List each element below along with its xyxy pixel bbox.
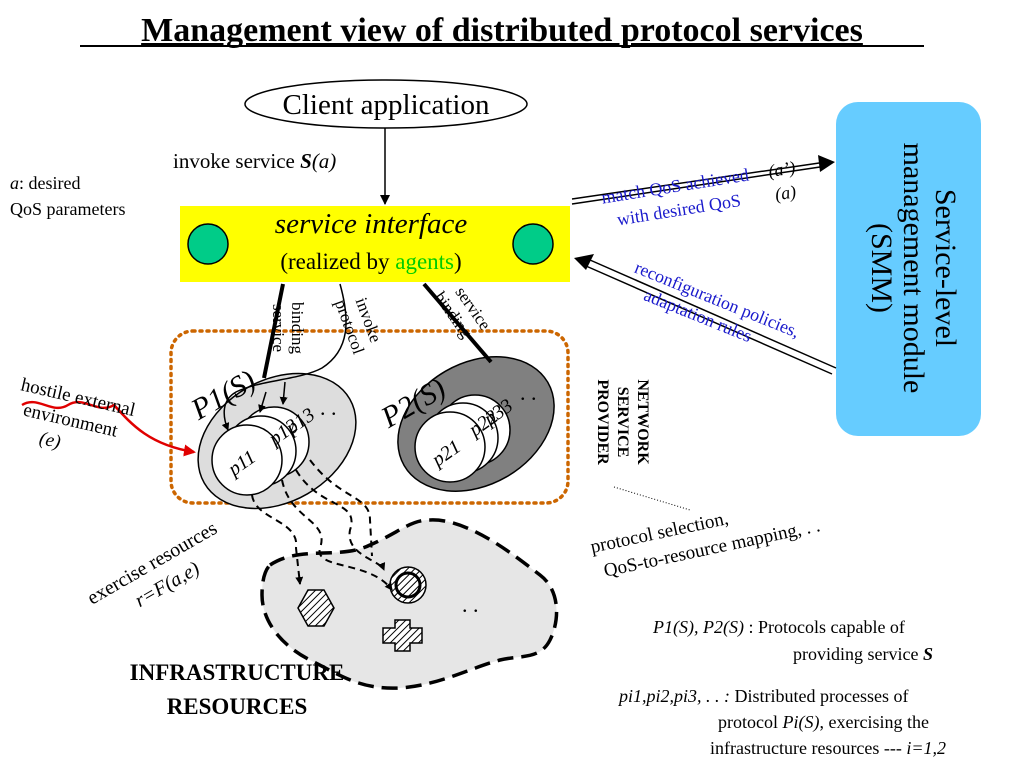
p1-dots: . . bbox=[320, 395, 337, 420]
match-label: match QoS achieved (a’) with desired QoS… bbox=[600, 157, 798, 229]
svg-text:(a’): (a’) bbox=[767, 157, 797, 182]
agent-circle-left bbox=[187, 223, 229, 265]
page-title: Management view of distributed protocol … bbox=[141, 12, 863, 49]
agent-circle-right bbox=[512, 223, 554, 265]
infra-label-2: RESOURCES bbox=[167, 694, 308, 719]
svg-text:service: service bbox=[269, 304, 288, 352]
match-arrow bbox=[571, 161, 827, 200]
service-binding-line-2 bbox=[422, 282, 493, 364]
process-p21 bbox=[414, 411, 486, 483]
alpha-note: a: desired bbox=[10, 173, 80, 193]
hostile-label: hostile external environment (e) bbox=[19, 374, 137, 453]
p2-dots: . . bbox=[520, 380, 537, 405]
client-label: Client application bbox=[283, 89, 490, 121]
legend-2-line3: infrastructure resources --- i=1,2 bbox=[710, 738, 946, 758]
reconfig-arrow bbox=[589, 259, 837, 369]
exercise-label: exercise resources r=F(a,e) bbox=[84, 517, 222, 612]
svg-text:(SMM): (SMM) bbox=[865, 223, 898, 313]
service-interface-title: service interface bbox=[275, 208, 468, 240]
infra-dots: . . bbox=[462, 592, 479, 617]
invoke-protocol-label: invoke protocol bbox=[331, 295, 385, 357]
protocol-selection-label: protocol selection, QoS-to-resource mapp… bbox=[589, 508, 822, 581]
smm-box bbox=[836, 102, 981, 436]
resource-path-2 bbox=[281, 479, 393, 591]
alpha-note-line2: QoS parameters bbox=[10, 199, 125, 219]
svg-text:PROVIDER: PROVIDER bbox=[594, 379, 611, 465]
service-binding-label-2: service binding bbox=[431, 283, 495, 342]
client-ellipse bbox=[244, 79, 528, 129]
leader-line bbox=[613, 486, 691, 511]
svg-text:Service-level: Service-level bbox=[929, 189, 962, 347]
svg-text:binding: binding bbox=[288, 302, 307, 354]
service-interface-sub: (realized by agents) bbox=[280, 249, 461, 274]
legend-2-line2: protocol Pi(S), exercising the bbox=[718, 712, 929, 733]
reconfig-label: reconfiguration policies, adaptation rul… bbox=[632, 257, 803, 346]
svg-text:(e): (e) bbox=[37, 428, 62, 453]
hostile-arrow bbox=[21, 400, 196, 457]
svg-text:(a): (a) bbox=[774, 181, 798, 205]
hexagon-resource bbox=[297, 589, 335, 627]
infrastructure-blob bbox=[260, 518, 559, 690]
invoke-protocol-arrow bbox=[221, 283, 347, 431]
invoke-label: invoke service S(a) bbox=[173, 149, 336, 173]
service-binding-label-1: service binding bbox=[269, 302, 307, 354]
svg-text:NETWORK: NETWORK bbox=[634, 379, 651, 465]
cross-resource bbox=[382, 619, 423, 652]
infra-label-1: INFRASTRUCTURE bbox=[130, 660, 345, 685]
smm-label: Service-level management module (SMM) bbox=[865, 143, 962, 394]
resource-path-3 bbox=[295, 469, 386, 571]
legend-1-line1: P1(S), P2(S) : Protocols capable of bbox=[652, 617, 905, 638]
process-p11 bbox=[211, 424, 283, 496]
resource-path-4 bbox=[309, 459, 373, 557]
network-provider-box bbox=[169, 329, 570, 505]
legend-1-line2: providing service S bbox=[793, 644, 933, 664]
service-interface-box bbox=[180, 206, 570, 282]
svg-text:SERVICE: SERVICE bbox=[614, 387, 631, 458]
nsp-label: NETWORK SERVICE PROVIDER bbox=[594, 379, 651, 465]
legend-2-line1: pi1,pi2,pi3, . . : Distributed processes… bbox=[617, 686, 908, 706]
svg-text:management module: management module bbox=[897, 143, 930, 394]
resource-path-1 bbox=[251, 494, 304, 585]
service-binding-line-1 bbox=[262, 283, 285, 379]
